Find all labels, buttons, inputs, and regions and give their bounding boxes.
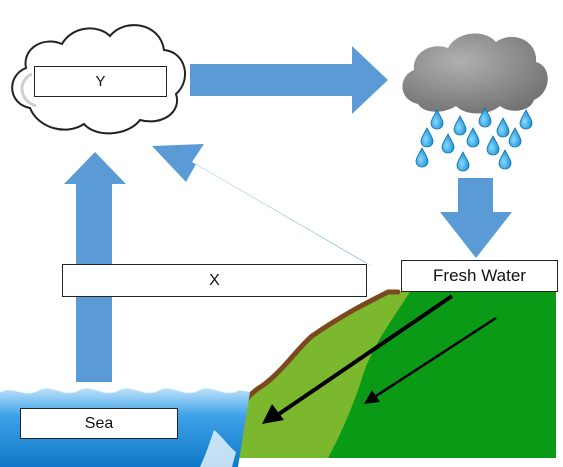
arrow-rain-to-fresh-water bbox=[440, 178, 512, 258]
arrow-cloud-to-rain bbox=[190, 46, 388, 114]
label-y: Y bbox=[34, 66, 167, 97]
runoff-arrow-short bbox=[364, 316, 497, 404]
label-x: X bbox=[62, 264, 367, 297]
label-fresh-water: Fresh Water bbox=[401, 260, 558, 292]
raindrops-icon bbox=[415, 107, 533, 172]
rain-cloud-icon bbox=[402, 33, 548, 114]
runoff-arrow-long bbox=[262, 294, 454, 424]
label-sea: Sea bbox=[20, 408, 178, 439]
arrow-land-to-cloud bbox=[152, 144, 372, 266]
land-hill-icon bbox=[211, 289, 556, 458]
